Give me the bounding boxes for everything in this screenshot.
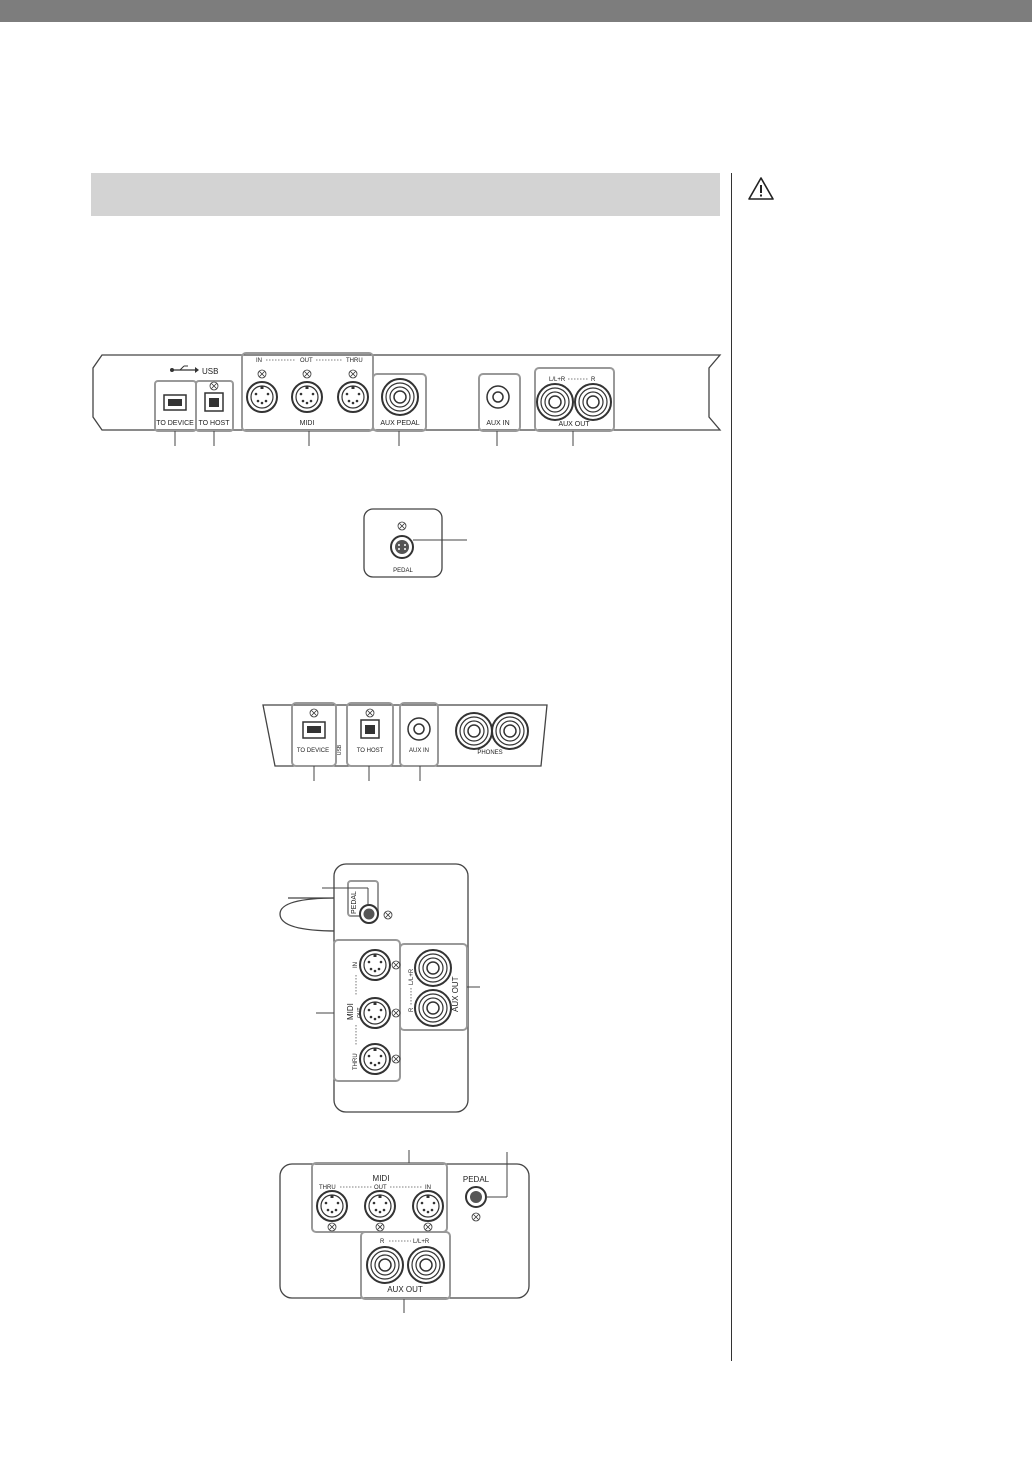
aux-out-lr-label: L/L+R: [409, 968, 415, 985]
midi-out-label: OUT: [374, 1185, 387, 1191]
midi-out-port: [359, 997, 391, 1029]
aux-out-r-label: R: [591, 377, 596, 383]
aux-out-label: AUX OUT: [387, 1285, 423, 1294]
midi-out-label: OUT: [300, 358, 313, 364]
rear-panel-diagram: USB TO DEVICE TO HOST IN OUT THRU MIDI: [92, 352, 722, 446]
midi-thru-port: [359, 1043, 391, 1075]
section-header-band: [91, 173, 720, 216]
midi-label: MIDI: [373, 1174, 390, 1183]
top-bar: [0, 0, 1032, 22]
to-device-label: TO DEVICE: [156, 420, 194, 427]
aux-out-lr-label: L/L+R: [413, 1239, 430, 1245]
usb-to-device-port: [302, 721, 326, 739]
pedal-label: PEDAL: [351, 891, 358, 914]
midi-in-label: IN: [353, 962, 359, 968]
phones-label: PHONES: [477, 750, 502, 756]
aux-out-r-jack: [574, 383, 612, 421]
midi-thru-port: [316, 1190, 348, 1222]
aux-out-r-jack: [366, 1246, 404, 1284]
usb-to-host-port: [204, 392, 224, 412]
pedal-connector-diagram: PEDAL: [363, 508, 467, 578]
aux-pedal-label: AUX PEDAL: [380, 420, 419, 427]
aux-out-r-label: R: [380, 1239, 385, 1245]
midi-in-port: [412, 1190, 444, 1222]
usb-label: USB: [337, 744, 343, 755]
midi-in-port: [246, 381, 278, 413]
aux-out-r-jack: [414, 989, 452, 1027]
midi-out-port: [291, 381, 323, 413]
midi-thru-label: THRU: [319, 1185, 336, 1191]
midi-thru-port: [337, 381, 369, 413]
aux-in-jack: [486, 385, 510, 409]
to-host-label: TO HOST: [199, 420, 231, 427]
bottom-panel-diagram: MIDI THRU OUT IN PEDAL R L/L+R AUX OUT: [279, 1150, 530, 1313]
sidebar-divider: [731, 173, 732, 1361]
midi-in-label: IN: [425, 1185, 431, 1191]
usb-label: USB: [202, 367, 218, 376]
aux-out-lr-jack: [414, 949, 452, 987]
pedal-port: [390, 535, 414, 559]
front-panel-diagram: TO DEVICE USB TO HOST AUX IN PHONES: [262, 702, 548, 781]
side-panel-diagram: PEDAL MIDI IN OUT THRU L/L+R R AUX OUT: [279, 863, 480, 1113]
aux-out-lr-label: L/L+R: [549, 377, 566, 383]
midi-thru-label: THRU: [346, 358, 363, 364]
pedal-label: PEDAL: [463, 1175, 490, 1184]
aux-out-lr-jack: [536, 383, 574, 421]
midi-in-label: IN: [256, 358, 262, 364]
to-host-label: TO HOST: [357, 748, 384, 754]
midi-label: MIDI: [300, 420, 315, 427]
aux-in-label: AUX IN: [486, 420, 509, 427]
phones-jack-2: [491, 712, 529, 750]
aux-pedal-jack: [381, 378, 419, 416]
usb-to-host-port: [360, 719, 380, 739]
usb-icon: [170, 365, 199, 373]
usb-to-device-port: [163, 394, 187, 411]
warning-triangle-icon: [748, 177, 774, 200]
midi-in-port: [359, 949, 391, 981]
to-device-label: TO DEVICE: [297, 748, 329, 754]
aux-out-label: AUX OUT: [558, 421, 590, 428]
aux-out-r-label: R: [409, 1007, 415, 1012]
midi-label: MIDI: [346, 1003, 355, 1020]
aux-in-jack: [407, 717, 431, 741]
aux-in-label: AUX IN: [409, 748, 429, 754]
aux-out-lr-jack: [407, 1246, 445, 1284]
aux-out-label: AUX OUT: [451, 976, 460, 1012]
phones-jack-1: [455, 712, 493, 750]
pedal-port: [359, 904, 379, 924]
pedal-port: [465, 1186, 487, 1208]
midi-out-port: [364, 1190, 396, 1222]
midi-thru-label: THRU: [353, 1053, 359, 1070]
pedal-label: PEDAL: [393, 568, 413, 574]
